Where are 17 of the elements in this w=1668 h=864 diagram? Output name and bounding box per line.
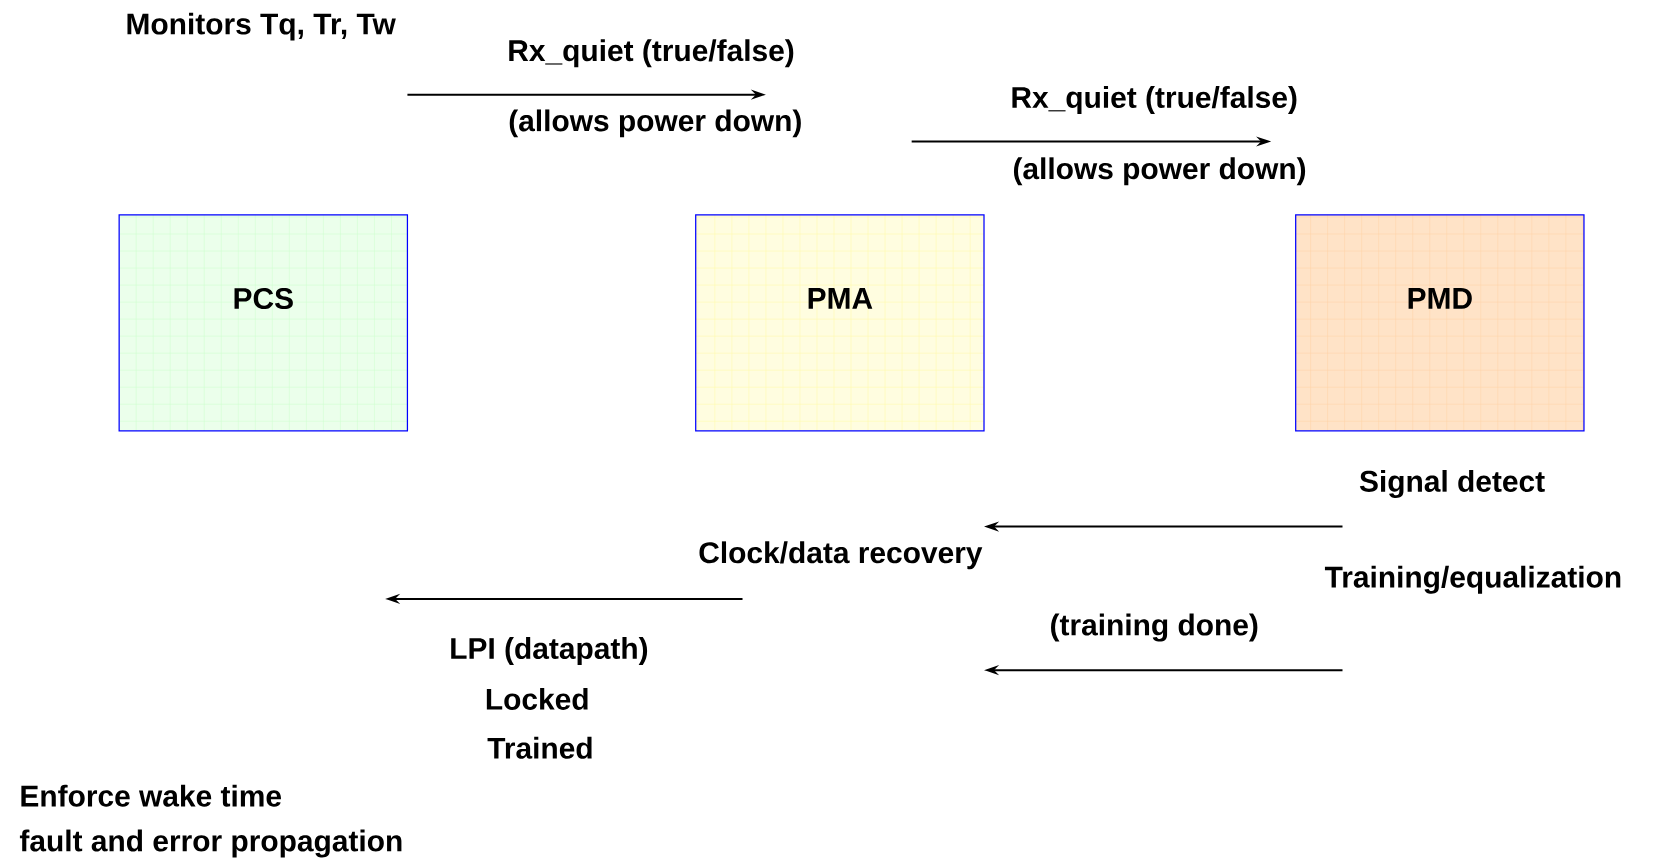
signal-label: Clock/data recovery [699,541,983,570]
signal-label: Trained [487,736,592,759]
layer-box: PMA [695,214,985,432]
signal-label: LPI (datapath) [451,637,648,666]
signal-label: (training done) [1051,613,1258,642]
signal-label: Enforce wake time [21,784,281,807]
signal-label: (allows power down) [509,109,801,138]
layer-box: PMD [1295,214,1585,432]
signal-label: Locked [486,688,588,710]
signal-label: Rx_quiet (true/false) [509,39,794,68]
signal-label: fault and error propagation [19,829,402,858]
signal-label: Monitors Tq, Tr, Tw [127,12,396,41]
signal-label: Rx_quiet (true/false) [1012,86,1297,115]
signal-label: (allows power down) [1013,157,1306,186]
signal-label: Training/equalization [1324,565,1621,594]
layer-box: PCS [118,214,409,432]
signal-label: Signal detect [1359,470,1545,499]
